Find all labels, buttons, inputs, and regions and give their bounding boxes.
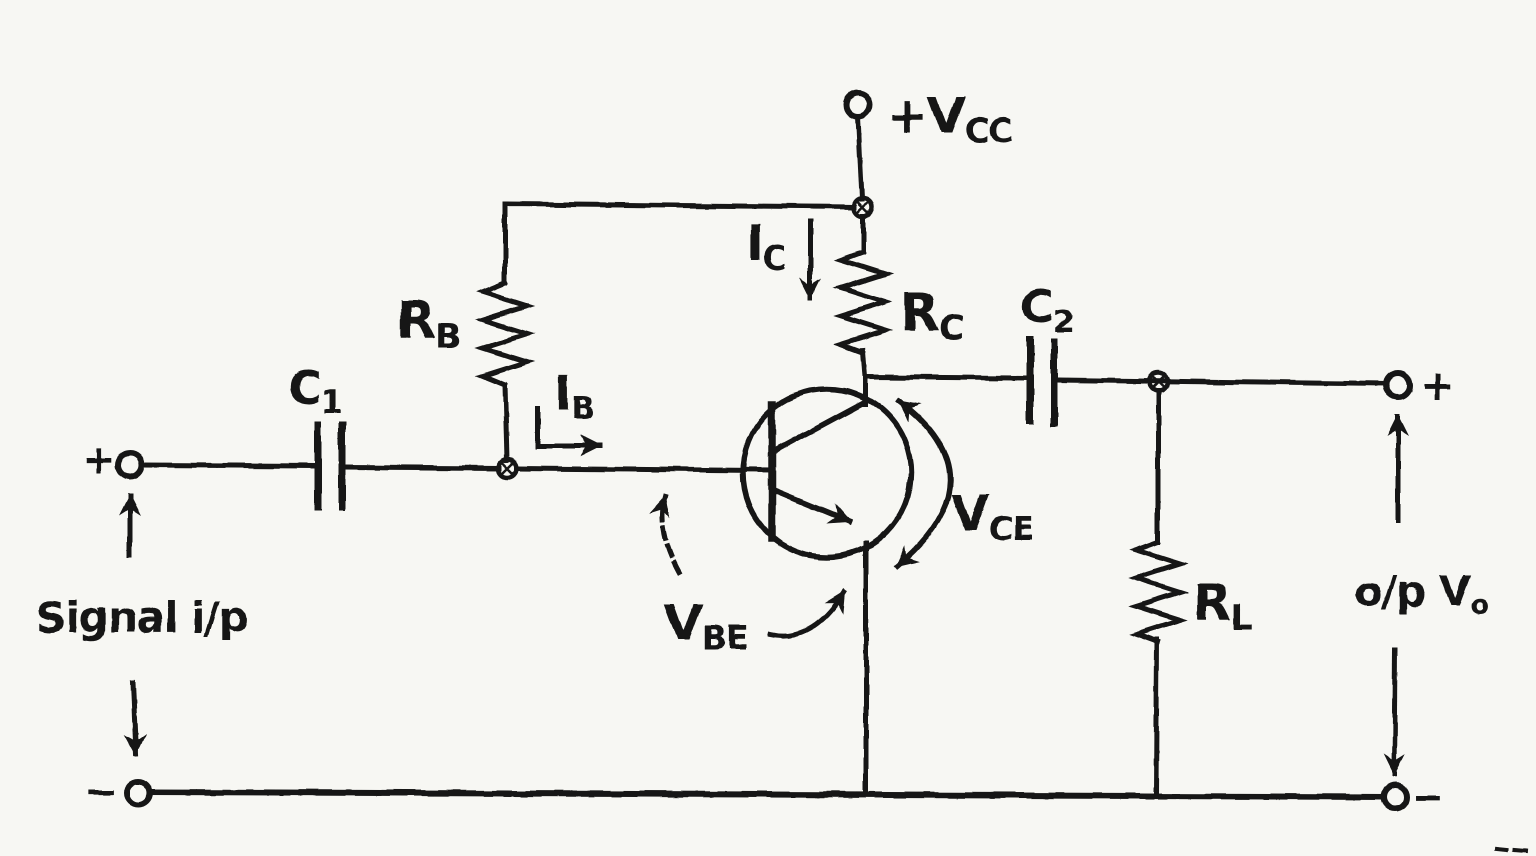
- wire-rl-to-rail: [1153, 637, 1160, 796]
- wire-rb-bottom: [502, 382, 510, 463]
- vbe-arc-to-base: [649, 493, 683, 576]
- transistor-emitter-arm: [770, 486, 853, 525]
- labels: +VCC IC RB IB RC C1 C2 VBE VCE RL Signal…: [36, 87, 1490, 819]
- wire-input-to-c1: [139, 462, 319, 469]
- vcc-label: +VCC: [886, 87, 1013, 151]
- input-minus-terminal: [123, 778, 153, 808]
- annotation-arrows: [119, 219, 1409, 777]
- wire-base: [514, 465, 775, 473]
- output-voltage-label: o/p Vo: [1354, 567, 1489, 621]
- collector-resistor-zigzag: [832, 248, 894, 356]
- vce-arc: [893, 397, 953, 570]
- junction-nodes: [496, 195, 1170, 480]
- vbe-arrow-to-emitter: [766, 588, 848, 639]
- wire-collector-to-c2: [862, 374, 1029, 381]
- collector-current-label: IC: [746, 216, 786, 277]
- output-down-arrow: [1383, 647, 1406, 777]
- output-minus-terminal: [1380, 782, 1410, 812]
- scan-artifact-dashes: [1493, 846, 1529, 854]
- wire-c1-to-base-node: [341, 464, 503, 471]
- base-current-label: IB: [554, 366, 594, 427]
- vbe-label: VBE: [664, 594, 747, 657]
- output-plus-terminal: [1383, 370, 1413, 400]
- input-plus-sign: +: [82, 437, 115, 483]
- wire-ground-rail: [146, 788, 1387, 801]
- output-capacitor-plates: [1026, 336, 1058, 427]
- input-plus-terminal: [115, 450, 145, 480]
- wire-c2-to-output: [1055, 377, 1389, 387]
- vce-label: VCE: [951, 485, 1033, 548]
- wire-vcc-drop: [855, 114, 865, 202]
- base-resistor-label: RB: [396, 291, 461, 357]
- vcc-terminal: [843, 90, 873, 120]
- input-minus-sign: −: [84, 769, 117, 815]
- signal-input-label: Signal i/p: [36, 593, 248, 642]
- wire-rb-top: [502, 201, 858, 286]
- input-capacitor-label: C1: [288, 361, 341, 421]
- junction-node-vcc: [851, 195, 875, 219]
- input-capacitor-plates: [314, 421, 346, 511]
- load-resistor-zigzag: [1127, 538, 1189, 646]
- output-plus-sign: +: [1420, 361, 1454, 410]
- collector-resistor-label: RC: [900, 283, 964, 349]
- output-minus-sign: −: [1412, 775, 1443, 819]
- junction-node-base: [496, 456, 520, 480]
- signal-input-down-arrow: [124, 679, 147, 757]
- output-capacitor-label: C2: [1020, 280, 1073, 340]
- base-current-arrow: [535, 405, 603, 457]
- load-resistor-label: RL: [1193, 574, 1252, 638]
- transistor-collector-arm: [770, 399, 867, 455]
- wires: [139, 114, 1389, 801]
- base-resistor-zigzag: [474, 279, 536, 389]
- junction-node-output: [1146, 370, 1170, 394]
